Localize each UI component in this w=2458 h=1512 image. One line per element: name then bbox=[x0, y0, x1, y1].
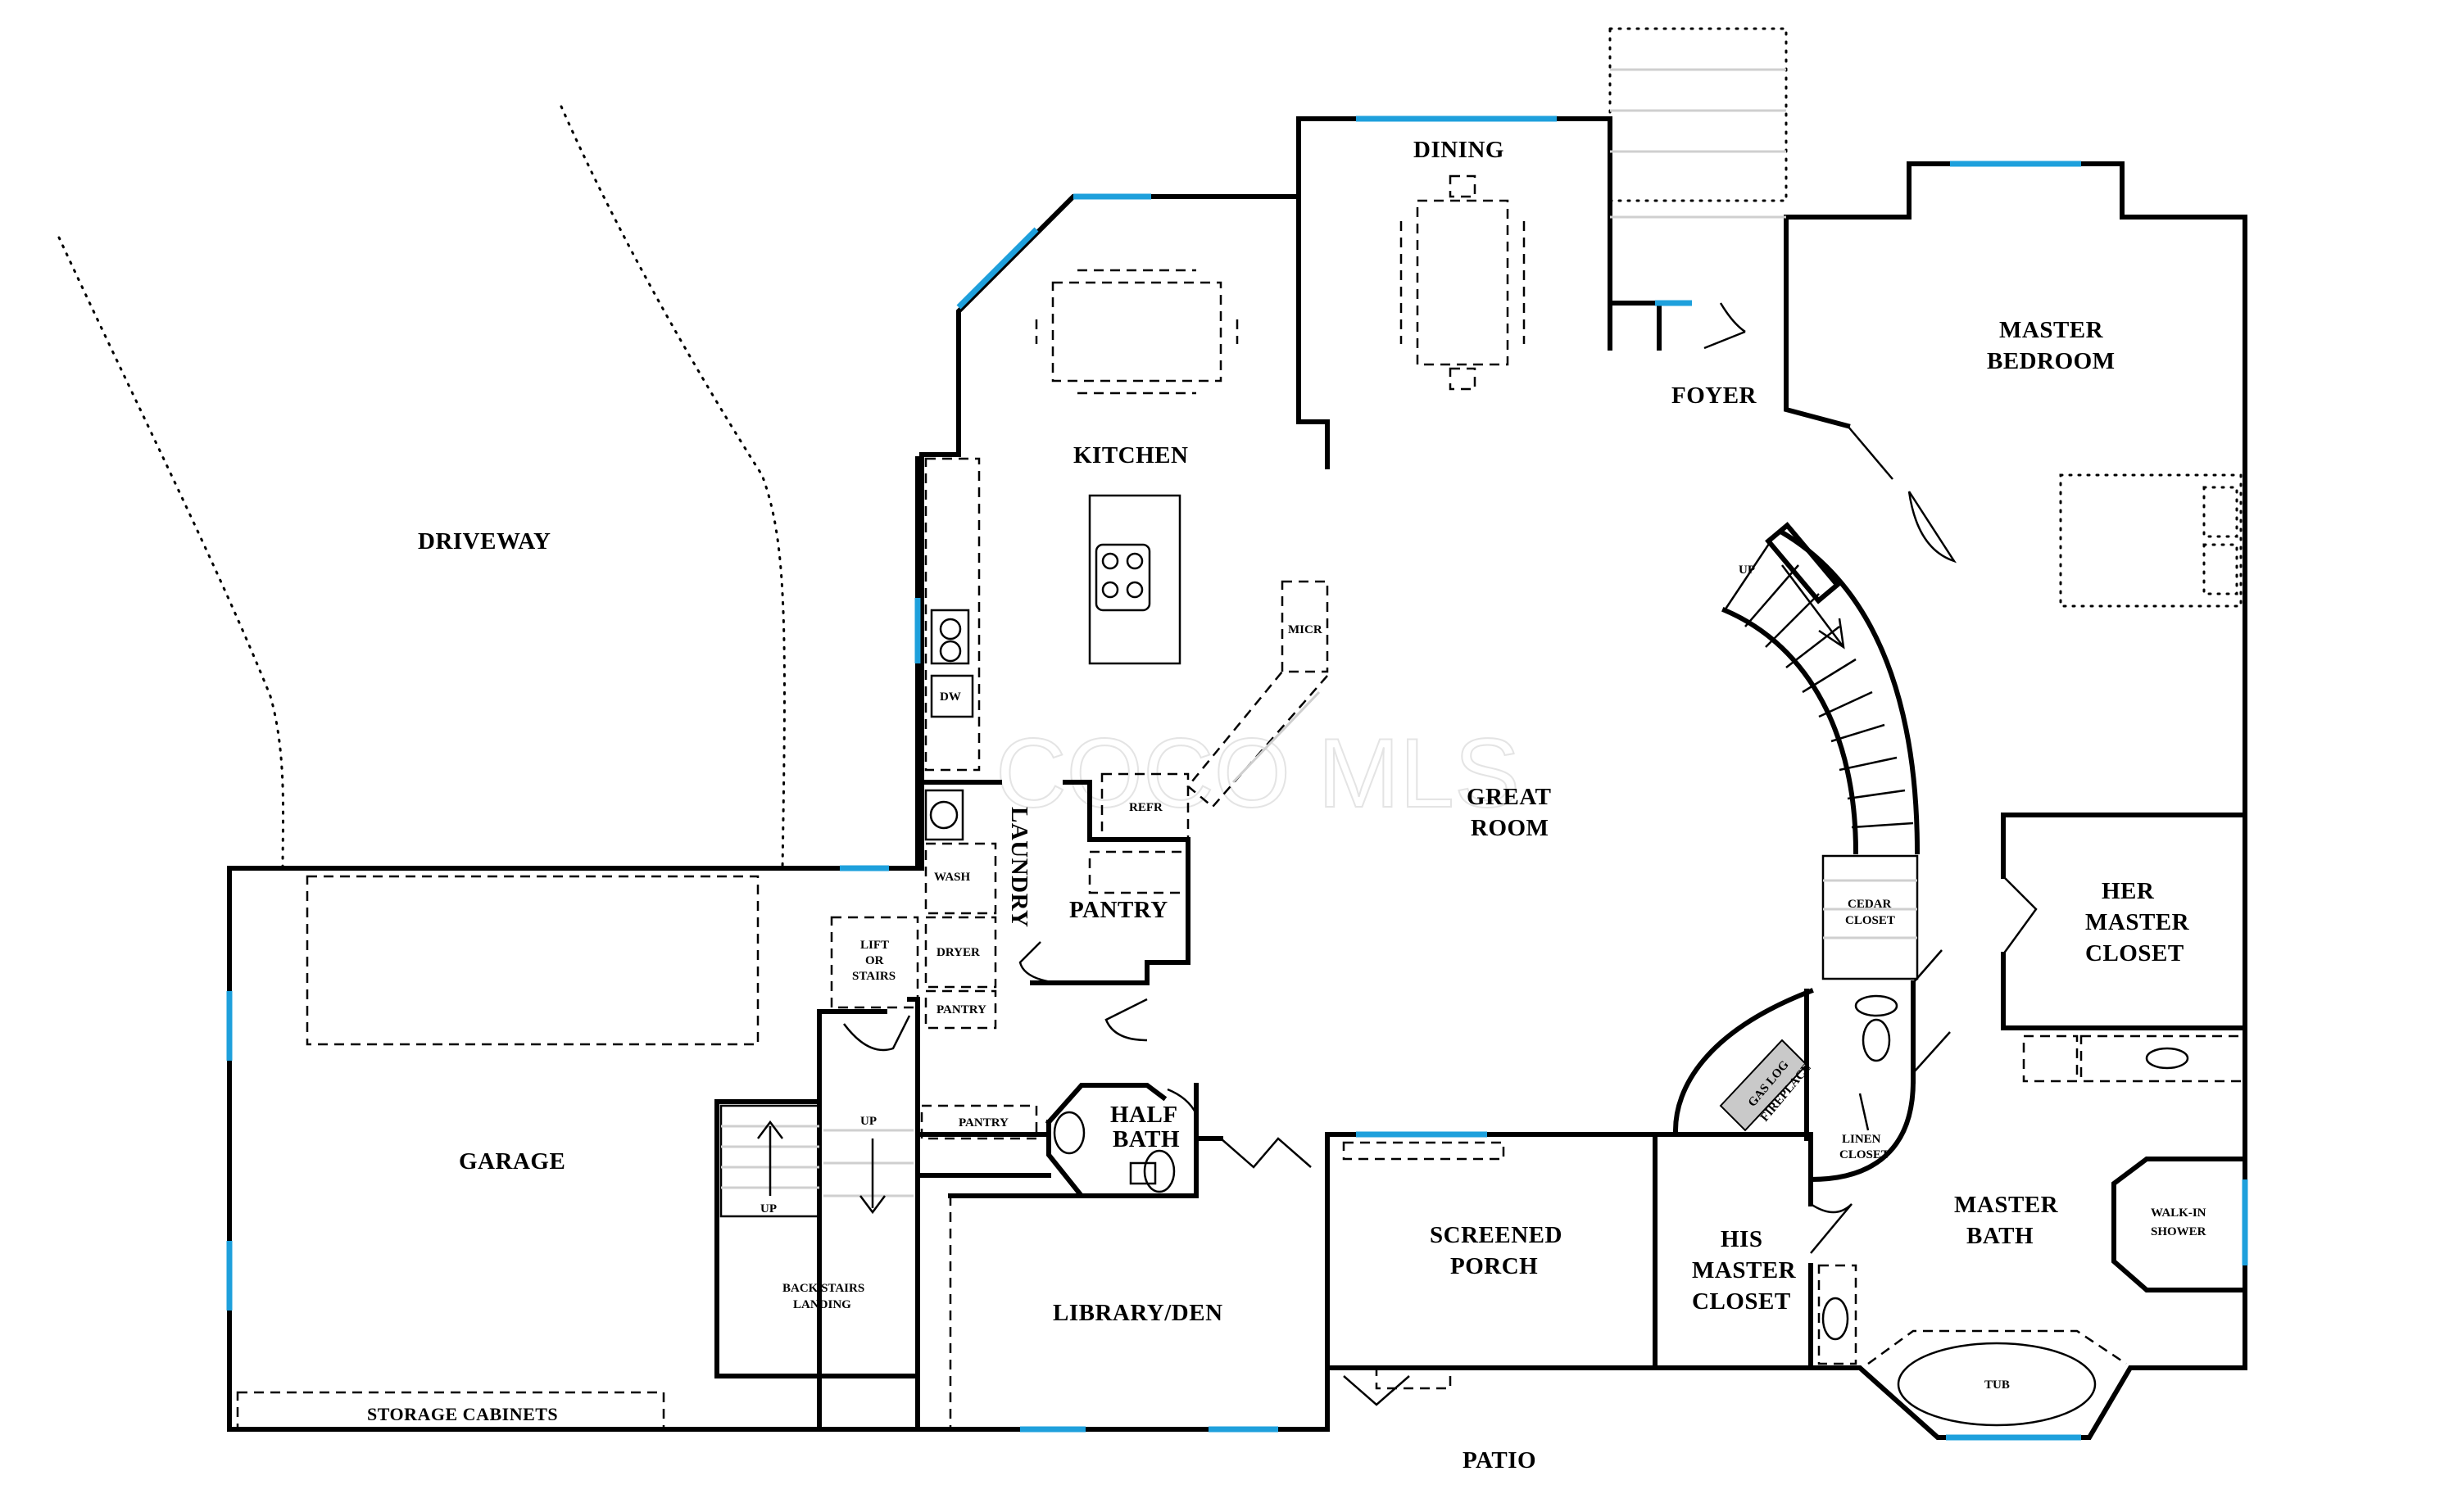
label-walk-in-2: SHOWER bbox=[2151, 1225, 2206, 1238]
label-wash: WASH bbox=[934, 871, 971, 884]
doors bbox=[843, 302, 2038, 1406]
label-dryer: DRYER bbox=[936, 946, 980, 959]
label-cedar-2: CLOSET bbox=[1845, 914, 1895, 927]
label-walk-in-1: WALK-IN bbox=[2151, 1206, 2206, 1220]
label-screened-porch-1: SCREENED bbox=[1430, 1222, 1562, 1248]
label-half-bath-1: HALF bbox=[1110, 1102, 1178, 1128]
label-great-room-1: GREAT bbox=[1467, 784, 1551, 810]
label-pantry-small: PANTRY bbox=[936, 1003, 986, 1016]
label-garage: GARAGE bbox=[459, 1148, 565, 1175]
label-kitchen: KITCHEN bbox=[1073, 442, 1188, 469]
room-labels: DINING KITCHEN DRIVEWAY FOYER MASTER BED… bbox=[367, 137, 2190, 1474]
main-stair bbox=[1721, 522, 1921, 980]
label-her-master-closet-2: MASTER bbox=[2085, 909, 2190, 935]
label-great-room-2: ROOM bbox=[1471, 815, 1549, 841]
label-lift-3: STAIRS bbox=[852, 970, 896, 983]
label-foyer: FOYER bbox=[1671, 383, 1757, 409]
label-back-stairs-2: LANDING bbox=[793, 1298, 851, 1311]
label-storage-cabinets: STORAGE CABINETS bbox=[367, 1404, 558, 1424]
label-master-bedroom-2: BEDROOM bbox=[1987, 348, 2116, 374]
label-his-master-closet-3: CLOSET bbox=[1692, 1288, 1791, 1315]
label-pantry-hall: PANTRY bbox=[959, 1116, 1009, 1129]
label-laundry: LAUNDRY bbox=[1006, 807, 1032, 927]
label-her-master-closet-3: CLOSET bbox=[2085, 940, 2184, 967]
label-master-bath-1: MASTER bbox=[1954, 1192, 2059, 1218]
label-up-back-right: UP bbox=[860, 1115, 877, 1128]
label-dw: DW bbox=[940, 690, 961, 704]
label-cedar-1: CEDAR bbox=[1848, 898, 1892, 911]
label-up-main: UP bbox=[1739, 564, 1755, 577]
driveway-edges bbox=[57, 105, 786, 870]
label-tub: TUB bbox=[1984, 1378, 2010, 1392]
label-lift-1: LIFT bbox=[860, 939, 889, 952]
label-lift-2: OR bbox=[865, 954, 884, 967]
label-pantry: PANTRY bbox=[1069, 897, 1168, 923]
label-his-master-closet-1: HIS bbox=[1721, 1226, 1762, 1252]
label-master-bedroom-1: MASTER bbox=[1999, 317, 2104, 343]
label-linen-2: CLOSET bbox=[1839, 1148, 1889, 1161]
label-half-bath-2: BATH bbox=[1113, 1126, 1180, 1152]
windows bbox=[226, 115, 2248, 1441]
label-his-master-closet-2: MASTER bbox=[1692, 1257, 1797, 1283]
label-master-bath-2: BATH bbox=[1966, 1223, 2034, 1249]
label-library-den: LIBRARY/DEN bbox=[1053, 1300, 1223, 1326]
label-her-master-closet-1: HER bbox=[2102, 878, 2155, 904]
label-back-stairs-1: BACK STAIRS bbox=[782, 1282, 864, 1295]
label-up-back-left: UP bbox=[760, 1202, 777, 1215]
fixtures bbox=[236, 27, 2247, 1431]
label-linen-1: LINEN bbox=[1842, 1133, 1881, 1146]
watermark: COCO MLS bbox=[995, 718, 1520, 828]
label-micr: MICR bbox=[1288, 623, 1322, 636]
label-refr: REFR bbox=[1129, 801, 1163, 814]
label-dining: DINING bbox=[1413, 137, 1504, 163]
label-driveway: DRIVEWAY bbox=[418, 528, 551, 555]
label-patio: PATIO bbox=[1463, 1447, 1536, 1474]
gas-log-fireplace bbox=[1719, 1039, 1808, 1132]
label-screened-porch-2: PORCH bbox=[1450, 1253, 1538, 1279]
